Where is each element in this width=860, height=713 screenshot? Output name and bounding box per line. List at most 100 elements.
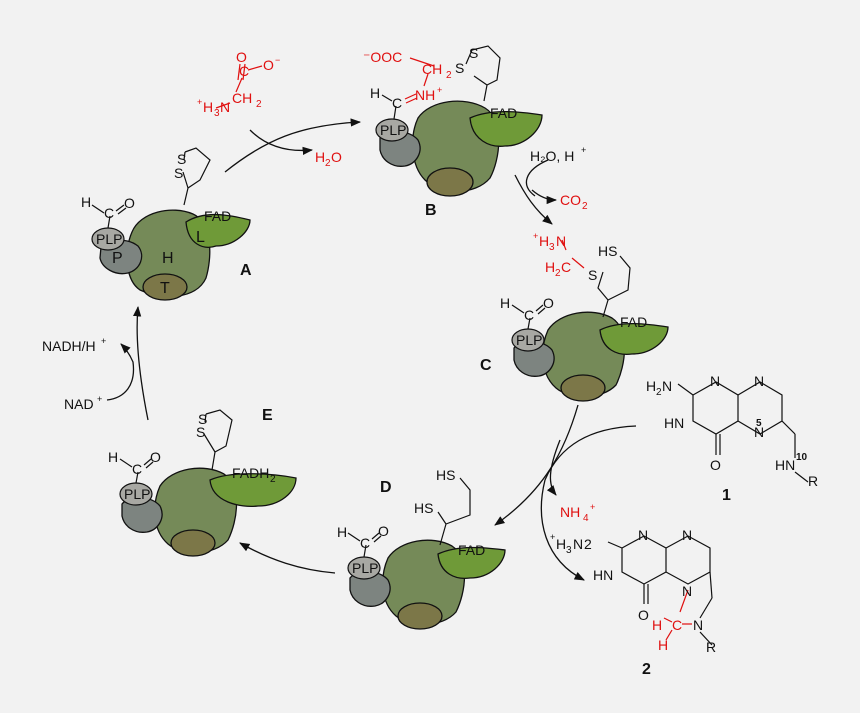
aldehyde-o-d: O bbox=[378, 523, 389, 539]
ammonium-nh: NH bbox=[560, 504, 580, 520]
aldehyde-h-d: H bbox=[337, 524, 347, 540]
water-proton-charge: + bbox=[581, 145, 586, 155]
water-o: O bbox=[331, 149, 342, 165]
sulfur-1-e: S bbox=[198, 411, 207, 427]
aldehyde-c-d: C bbox=[360, 535, 370, 551]
tetrahydrofolate-1-labels: H 2 N N N HN O N 5 HN 10 R 1 bbox=[646, 373, 818, 504]
t-protein-a bbox=[142, 273, 188, 301]
ammonium-charge: + bbox=[590, 502, 595, 512]
mthf-n-bottom: N bbox=[693, 617, 703, 633]
nad-reagents: NADH/H + NAD + bbox=[42, 336, 106, 412]
thf-n2: N bbox=[754, 373, 764, 389]
nadh-charge: + bbox=[101, 336, 106, 346]
thf-n5: N bbox=[754, 424, 764, 440]
water-proton-label: H₂O, H bbox=[530, 148, 574, 164]
fadh-label-e: FADH bbox=[232, 465, 269, 481]
mthf-n-ring: N bbox=[682, 583, 692, 599]
water-product: H 2 O bbox=[315, 149, 342, 169]
mthf-h2-red: H bbox=[658, 637, 668, 653]
mthf-c-red: C bbox=[672, 617, 682, 633]
ch2-b: CH bbox=[422, 61, 442, 77]
thf-h: H bbox=[646, 378, 656, 394]
glycine-n: N bbox=[220, 99, 230, 115]
aldehyde-c-c: C bbox=[524, 307, 534, 323]
methylene-c-c: C bbox=[561, 259, 571, 275]
thf-o: O bbox=[710, 457, 721, 473]
t-protein-c bbox=[560, 374, 606, 402]
glycine-h: H bbox=[203, 99, 213, 115]
aldehyde-o-e: O bbox=[150, 449, 161, 465]
complex-label-c: C bbox=[480, 357, 492, 374]
p-label-a: P bbox=[112, 250, 123, 267]
thf-hn10: HN bbox=[775, 457, 795, 473]
mthf-compound-label: 2 bbox=[642, 661, 651, 678]
thiol-2-d: HS bbox=[436, 467, 455, 483]
arrow-h2o-h-in bbox=[525, 159, 549, 197]
complex-e: PLP FADH 2 H C O S S E bbox=[108, 407, 297, 557]
glycine-minus-charge: − bbox=[275, 55, 280, 65]
water-sub: 2 bbox=[325, 158, 331, 169]
complex-label-d: D bbox=[380, 479, 392, 496]
methylene-thf-2-red bbox=[663, 589, 692, 641]
mthf-h-sub: 3 bbox=[566, 545, 572, 556]
fad-label-d: FAD bbox=[458, 542, 485, 558]
h-label-a: H bbox=[162, 250, 174, 267]
l-protein-c bbox=[599, 322, 669, 356]
aldehyde-c-a: C bbox=[104, 205, 114, 221]
fad-label-a: FAD bbox=[204, 208, 231, 224]
arrow-h2o-release bbox=[249, 129, 314, 155]
glycine-h-sub: 3 bbox=[214, 108, 220, 119]
aminomethyl-h-sub-c: 3 bbox=[549, 242, 555, 253]
mthf-r: R bbox=[706, 639, 716, 655]
aldehyde-h-a: H bbox=[81, 194, 91, 210]
mthf-plus: + bbox=[550, 532, 555, 542]
thf-n-amino: N bbox=[662, 378, 672, 394]
t-protein-e bbox=[170, 529, 216, 557]
complex-d: PLP FAD H C O HS HS D bbox=[337, 467, 506, 630]
aldehyde-o-a: O bbox=[124, 195, 135, 211]
l-protein-b bbox=[469, 110, 543, 147]
t-protein-b bbox=[426, 167, 474, 197]
hydrolysis-reagents: H₂O, H + CO 2 bbox=[530, 145, 588, 212]
imine-h-b: H bbox=[370, 85, 380, 101]
l-protein-d bbox=[437, 546, 506, 580]
complex-label-e: E bbox=[262, 407, 273, 424]
imine-c-b: C bbox=[392, 95, 402, 111]
arrow-co2-release bbox=[531, 189, 558, 205]
glycine-ch-sub: 2 bbox=[256, 99, 262, 110]
sulfur-1-a: S bbox=[177, 151, 186, 167]
cycle-arrows bbox=[106, 118, 637, 581]
thf-r: R bbox=[808, 473, 818, 489]
fad-label-c: FAD bbox=[620, 314, 647, 330]
plp-label-b: PLP bbox=[380, 122, 406, 138]
arrow-nh4-release bbox=[546, 439, 561, 496]
thf-h-sub: 2 bbox=[656, 387, 662, 398]
arrow-e-to-a bbox=[133, 305, 149, 421]
mthf-n2: N bbox=[682, 527, 692, 543]
complex-label-a: A bbox=[240, 262, 252, 279]
arrow-d-to-e bbox=[239, 542, 336, 574]
methylene-thf-2-labels: + H 3 N 2 N N HN O N N R H C H 2 bbox=[550, 527, 716, 678]
mthf-hn: HN bbox=[593, 567, 613, 583]
thf-hn: HN bbox=[664, 415, 684, 431]
glycine-carbon: C bbox=[239, 63, 249, 79]
co2-sub: 2 bbox=[582, 201, 588, 212]
ammonium-sub: 4 bbox=[583, 513, 589, 524]
co2-c: CO bbox=[560, 192, 581, 208]
ch2-sub-b: 2 bbox=[446, 70, 452, 81]
ammonium-product: NH 4 + bbox=[560, 502, 595, 524]
nad-label: NAD bbox=[64, 396, 94, 412]
mthf-amino-dash: 2 bbox=[584, 536, 592, 552]
complex-b: PLP FAD H C NH + ⁻OOC CH 2 S S B bbox=[363, 45, 543, 219]
sulfur-2-b: S bbox=[455, 60, 464, 76]
l-protein-e bbox=[209, 473, 297, 508]
tetrahydrofolate-1 bbox=[677, 381, 809, 483]
aldehyde-c-e: C bbox=[132, 461, 142, 477]
aminomethyl-n-c: N bbox=[556, 233, 566, 249]
mthf-n-amino: N bbox=[573, 536, 583, 552]
methylene-thf-2 bbox=[607, 535, 713, 646]
water-h: H bbox=[315, 149, 325, 165]
thf-n10-number: 10 bbox=[796, 452, 808, 463]
aldehyde-h-e: H bbox=[108, 449, 118, 465]
t-label-a: T bbox=[160, 280, 170, 297]
